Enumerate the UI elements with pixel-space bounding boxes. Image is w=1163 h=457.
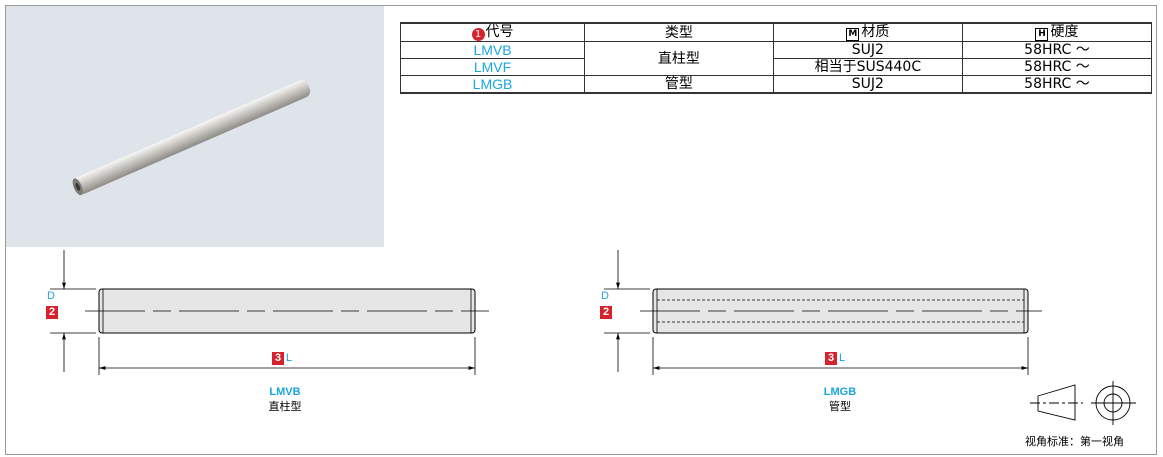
header-code-label: 代号 [485, 24, 514, 40]
material-badge: M [846, 28, 860, 41]
row-hardness: 58HRC ～ [961, 41, 1153, 59]
length-label: L [286, 352, 293, 364]
table-row: LMVB 直柱型 SUJ2 58HRC ～ [400, 41, 1153, 76]
diameter-badge: 2 [46, 306, 58, 319]
lmgb-name: 管型 [829, 400, 851, 413]
lmvb-caption: LMVB 直柱型 [240, 386, 330, 414]
header-material-label: 材质 [861, 24, 890, 40]
page-frame [5, 5, 1157, 455]
length-badge: 3 [272, 352, 284, 365]
lmvb-name: 直柱型 [268, 400, 302, 413]
projection-symbol-icon [1030, 381, 1136, 425]
table-row: LMGB 管型 SUJ2 58HRC ～ [400, 75, 1153, 94]
projection-note: 视角标准：第一视角 [1025, 435, 1124, 448]
header-type-label: 类型 [664, 24, 693, 41]
length-badge: 3 [825, 352, 837, 365]
row-material: SUJ2 [772, 41, 963, 59]
diameter-badge: 2 [600, 306, 612, 319]
lmgb-drawing [604, 250, 1042, 375]
header-type: 类型 [584, 22, 774, 42]
row-material: 相当于SUS440C [772, 58, 963, 76]
code-badge: 1 [471, 28, 485, 41]
lmvb-code: LMVB [269, 386, 301, 398]
row-hardness: 58HRC ～ [961, 75, 1153, 94]
lmvb-drawing [50, 250, 489, 375]
length-label: L [839, 352, 846, 364]
diameter-label: D [601, 290, 609, 302]
row-material: SUJ2 [772, 75, 963, 94]
lmgb-code: LMGB [823, 386, 857, 398]
header-hardness-label: 硬度 [1050, 24, 1079, 40]
lmgb-caption: LMGB 管型 [795, 386, 885, 414]
row-hardness: 58HRC ～ [961, 58, 1153, 76]
table-row: LMVF 相当于SUS440C 58HRC ～ [400, 58, 1153, 76]
row-code: LMVF [400, 58, 585, 76]
shaft-photo-graphic [72, 80, 311, 196]
hardness-badge: H [1035, 28, 1049, 41]
diameter-label: D [47, 290, 55, 302]
row-type: 管型 [584, 75, 774, 94]
product-photo [6, 6, 384, 247]
row-type: 直柱型 [584, 41, 774, 76]
row-code: LMGB [400, 75, 585, 94]
